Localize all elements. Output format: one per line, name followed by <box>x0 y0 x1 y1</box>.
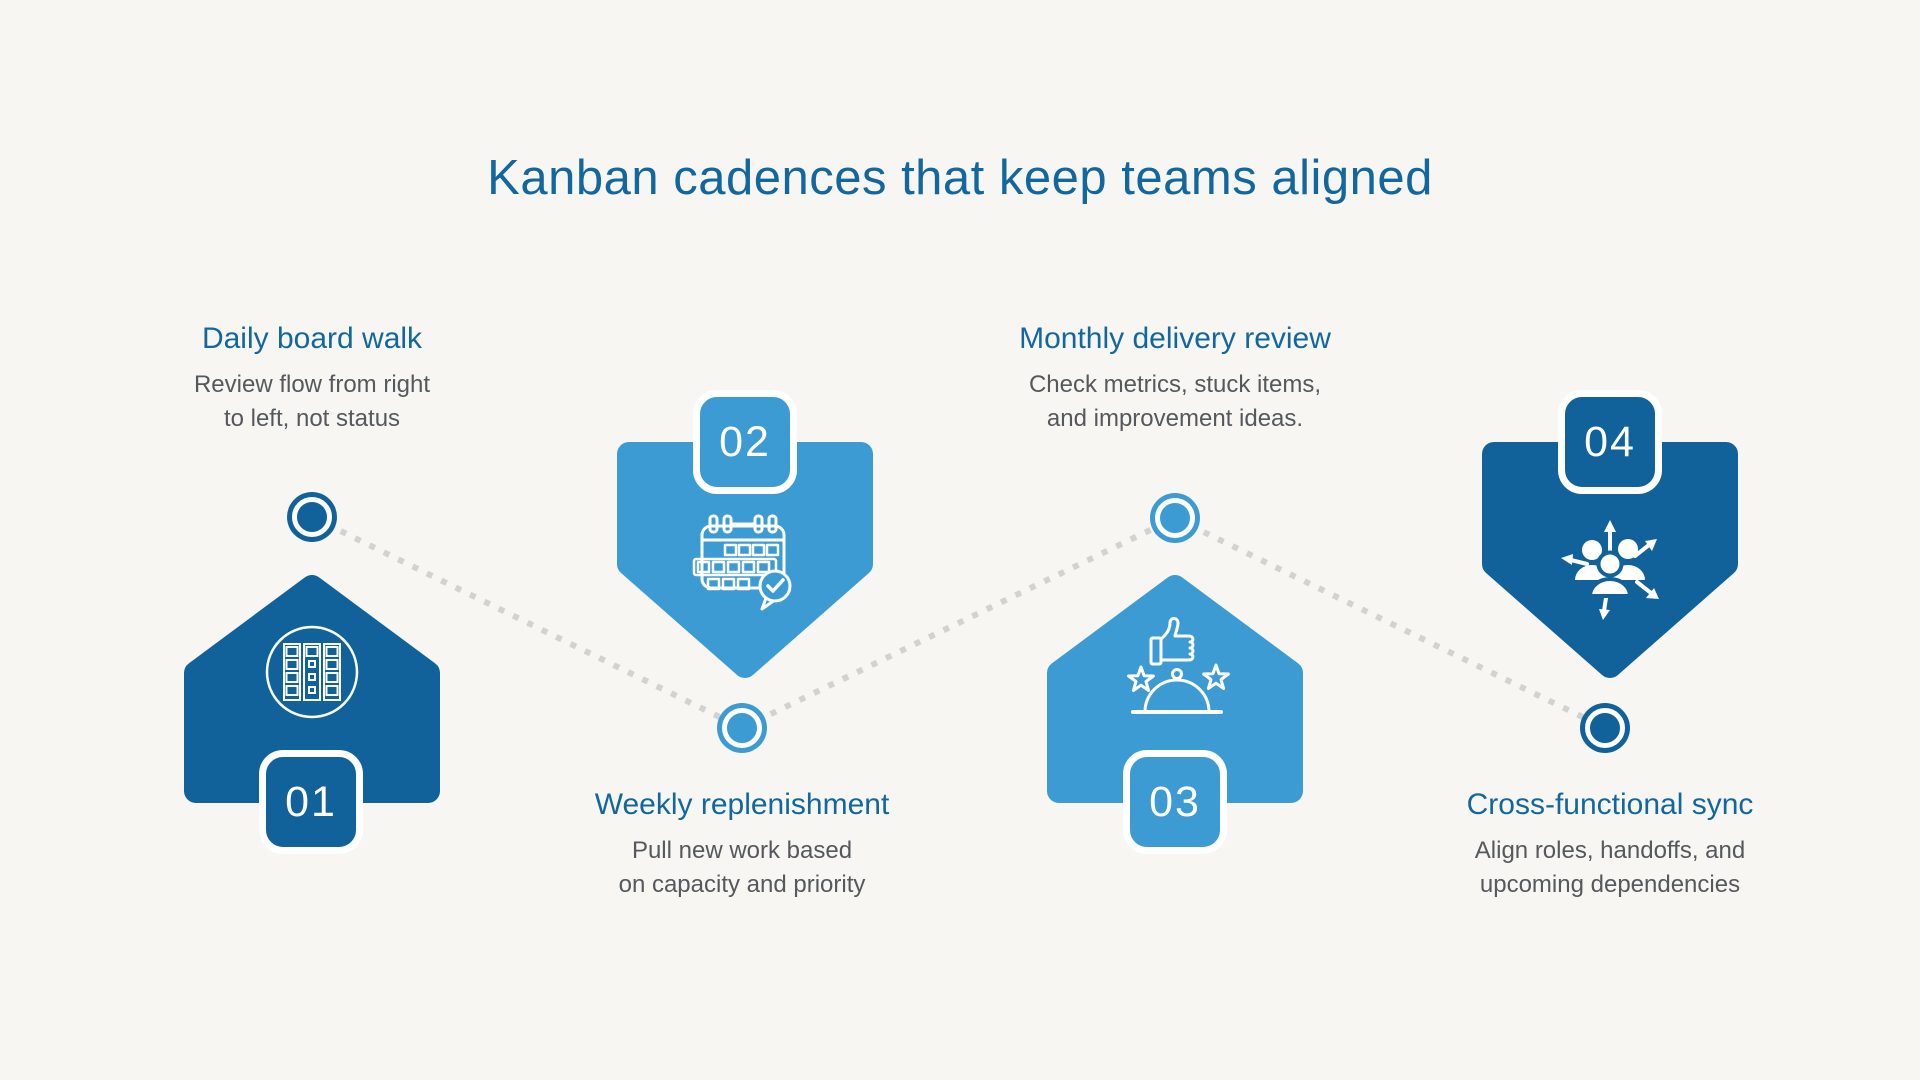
team-sync-arrows-icon <box>1561 520 1659 620</box>
step-3-desc-line2: and improvement ideas. <box>1046 405 1304 432</box>
step-2-node-circle <box>722 708 762 748</box>
step-4-number: 04 <box>1584 417 1636 466</box>
step-3-number-badge: 03 <box>1123 750 1227 854</box>
step-1-text: Daily board walk Review flow from right … <box>132 322 492 436</box>
step-2-desc-line1: Pull new work based <box>631 837 853 864</box>
step-1-node-circle <box>292 497 332 537</box>
step-4-desc-line1: Align roles, handoffs, and <box>1474 837 1746 864</box>
step-2-desc-line2: on capacity and priority <box>618 871 866 898</box>
rating-cloche-icon <box>1127 617 1230 714</box>
step-4-node-circle <box>1585 708 1625 748</box>
step-2-number-badge: 02 <box>693 390 797 494</box>
step-3-heading: Monthly delivery review <box>1019 322 1331 355</box>
page-title: Kanban cadences that keep teams aligned <box>487 151 1433 205</box>
step-2-number: 02 <box>719 417 771 466</box>
step-1-number-badge: 01 <box>259 750 363 854</box>
step-3-text: Monthly delivery review Check metrics, s… <box>975 322 1375 436</box>
step-3-desc-line1: Check metrics, stuck items, <box>1028 371 1322 398</box>
step-4-number-badge: 04 <box>1558 390 1662 494</box>
kanban-board-icon <box>265 625 359 719</box>
step-4-text: Cross-functional sync Align roles, hando… <box>1420 788 1800 902</box>
calendar-check-icon <box>692 514 792 611</box>
step-2-text: Weekly replenishment Pull new work based… <box>562 788 922 902</box>
step-3-node-circle <box>1155 498 1195 538</box>
step-3-number: 03 <box>1149 777 1201 826</box>
step-1-desc-line2: to left, not status <box>223 405 401 432</box>
step-4-heading: Cross-functional sync <box>1466 788 1754 821</box>
step-1-heading: Daily board walk <box>201 322 423 355</box>
step-4-desc-line2: upcoming dependencies <box>1479 871 1741 898</box>
step-1-number: 01 <box>285 777 337 826</box>
step-2-heading: Weekly replenishment <box>594 788 890 821</box>
step-1-desc-line1: Review flow from right <box>193 371 431 398</box>
